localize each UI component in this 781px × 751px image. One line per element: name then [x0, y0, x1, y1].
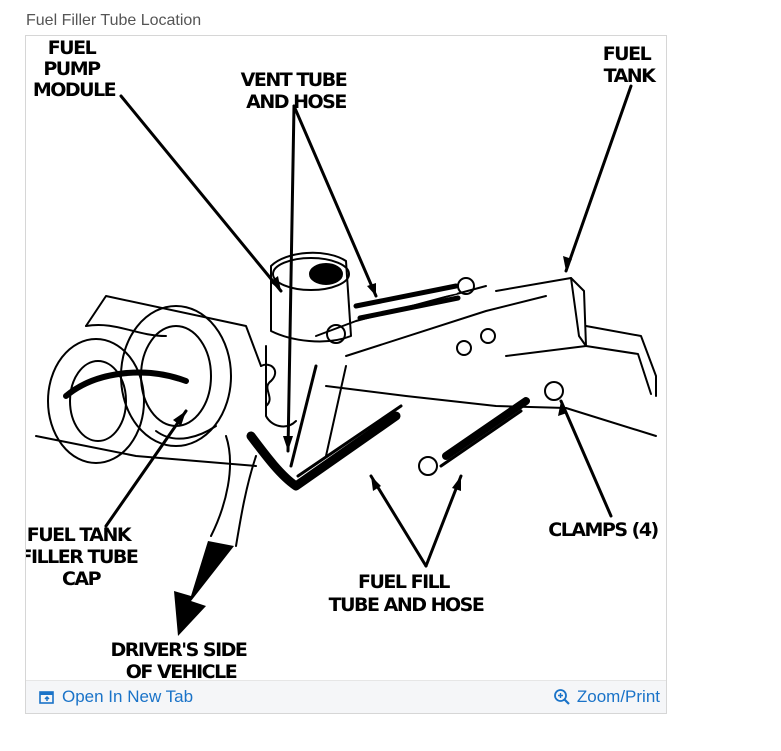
- fill-hose: [442, 397, 530, 460]
- image-toolbar: Open In New Tab Zoom/Print: [26, 680, 666, 713]
- open-new-tab-button[interactable]: Open In New Tab: [38, 687, 193, 707]
- leader-cap: [104, 409, 188, 528]
- magnifier-icon: [553, 689, 570, 705]
- open-new-tab-label: Open In New Tab: [62, 687, 194, 706]
- tank-body: [495, 277, 587, 357]
- leader-vent-1: [286, 104, 296, 453]
- leader-pump: [119, 94, 283, 293]
- open-new-tab-icon: [39, 691, 54, 704]
- label-filler-cap: FUEL TANK FILLER TUBE CAP: [26, 524, 142, 590]
- diagram-frame: FUEL PUMP MODULE VENT TUBE AND HOSE FUEL…: [25, 35, 667, 714]
- leader-vent-2: [292, 104, 378, 298]
- leader-fill-2: [424, 474, 463, 568]
- clamp-3: [544, 381, 564, 401]
- label-vent-tube: VENT TUBE AND HOSE: [241, 69, 352, 113]
- label-fill-tube: FUEL FILL TUBE AND HOSE: [329, 571, 484, 616]
- clamp-4: [418, 456, 438, 476]
- label-clamps: CLAMPS (4): [548, 519, 658, 541]
- label-fuel-tank: FUEL TANK: [603, 43, 657, 87]
- leader-fill-1: [369, 474, 428, 568]
- filler-cap: [47, 338, 145, 464]
- leader-tank: [564, 84, 633, 273]
- leader-clamps: [559, 399, 613, 518]
- fuel-filler-diagram: FUEL PUMP MODULE VENT TUBE AND HOSE FUEL…: [26, 37, 660, 680]
- vent-hose: [353, 283, 459, 309]
- clamp-2: [457, 277, 475, 295]
- label-drivers-side: DRIVER'S SIDE OF VEHICLE: [110, 639, 251, 680]
- label-fuel-pump-module: FUEL PUMP MODULE: [33, 37, 116, 101]
- clamp-1: [326, 324, 346, 344]
- fill-tube: [246, 411, 401, 491]
- zoom-print-button[interactable]: Zoom/Print: [553, 687, 660, 707]
- zoom-print-label: Zoom/Print: [576, 687, 660, 706]
- drivers-side-arrow: [174, 541, 234, 636]
- page-caption: Fuel Filler Tube Location: [26, 12, 202, 29]
